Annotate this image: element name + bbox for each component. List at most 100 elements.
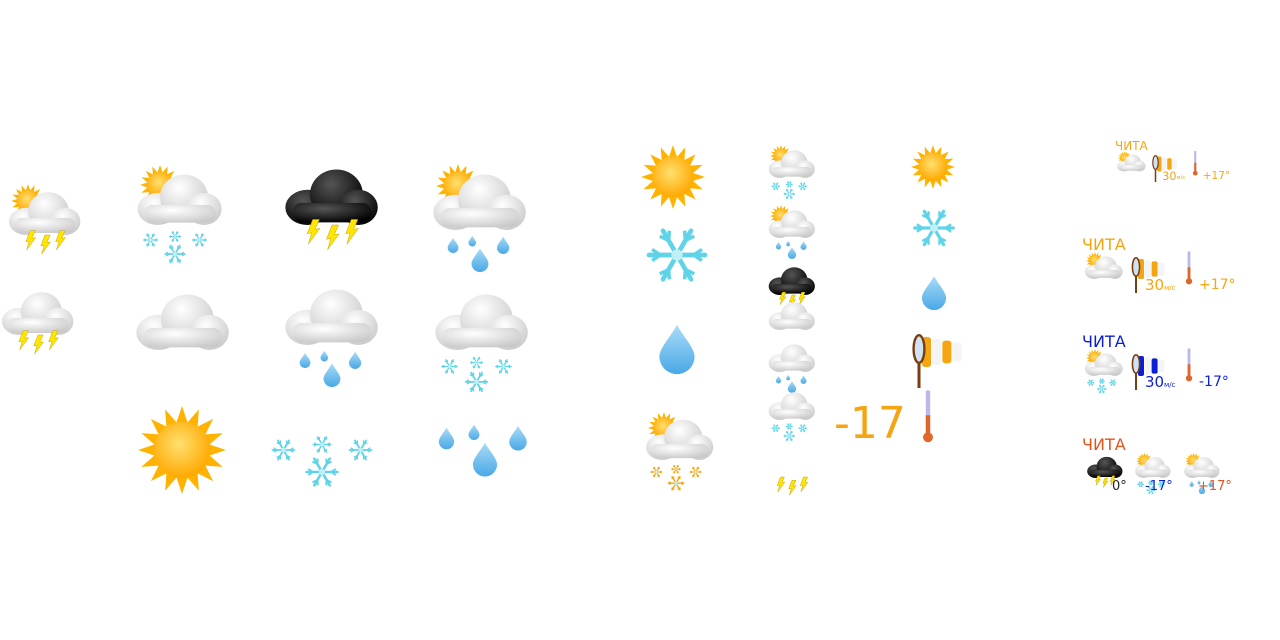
raindrop-icon [921, 276, 947, 310]
city-name: ЧИТА [1082, 235, 1126, 254]
lightning-icon [779, 292, 806, 308]
snowflake-icon [464, 371, 489, 393]
snowflake-icon [312, 436, 332, 453]
lightning-icon [776, 476, 809, 496]
weather-widget [1084, 348, 1193, 394]
cloud-icon [1, 292, 74, 335]
raindrop-icon [468, 235, 477, 247]
snowflake-icon [348, 439, 373, 461]
cloud-icon [768, 302, 815, 331]
snow-icon [271, 436, 373, 487]
cloud-icon [1084, 353, 1123, 376]
dark-cloud-thunder-icon [285, 169, 378, 250]
lightning-icon [18, 330, 59, 355]
city-name: ЧИТА [1082, 332, 1126, 351]
wind-speed: 30 [1162, 169, 1177, 183]
snowflake-icon [1098, 378, 1105, 384]
forecast-widget [1087, 452, 1220, 495]
raindrop-icon [787, 381, 797, 394]
raindrop-icon [659, 324, 695, 375]
snowflake-icon [650, 466, 663, 478]
wind-speed: 30 [1145, 373, 1165, 391]
raindrop-icon [786, 374, 791, 381]
snowflake-icon [785, 423, 793, 430]
snowflake-icon [271, 439, 296, 461]
snowflake-icon [913, 209, 955, 247]
cloud-icon [768, 392, 815, 421]
dark-cloud-thunder-icon [1087, 456, 1123, 488]
sun-icon [641, 145, 705, 209]
snowflake-icon [1157, 481, 1165, 488]
thermometer-icon [923, 390, 933, 443]
snowflake-icon [168, 231, 182, 242]
snowflake-icon [1109, 379, 1117, 386]
sun-icon [641, 145, 705, 209]
lightning-icon [1095, 475, 1116, 488]
cloud-icon [433, 174, 526, 230]
cloud-icon [136, 294, 229, 350]
raindrop-icon [320, 350, 329, 362]
rain-icon [438, 424, 527, 477]
forecast-temp: +17° [1198, 479, 1232, 494]
weather-widget [1084, 251, 1193, 293]
wind-unit: м/с [1176, 175, 1186, 181]
snowflake-icon [646, 228, 708, 282]
snowflake-icon [646, 228, 708, 282]
snowflake-icon [191, 233, 208, 247]
cloud-snow-icon [768, 392, 815, 442]
temperature: -17° [1199, 374, 1229, 390]
cloud-icon [1135, 456, 1171, 478]
partly-cloudy-thunder-icon [8, 184, 81, 255]
raindrop-icon [299, 352, 311, 368]
snowflake-icon [1137, 481, 1145, 488]
raindrop-icon [787, 247, 797, 260]
cloud-icon [768, 210, 815, 238]
raindrop-icon [438, 427, 455, 450]
cloud-rain-icon [285, 289, 378, 388]
drop-icon [659, 324, 695, 375]
lightning-icon [306, 219, 359, 250]
raindrop-icon [447, 237, 459, 253]
dark-cloud-icon [285, 169, 378, 225]
dark-cloud-icon [768, 267, 815, 296]
big-temperature: -17 [834, 398, 906, 449]
cloud-icon [285, 289, 378, 345]
partly-cloudy-rain-icon [433, 164, 526, 273]
thermometer-icon [1185, 348, 1193, 382]
cloud-icon [1117, 154, 1146, 172]
cloud-thunder-icon [1, 292, 74, 355]
cloud-icon [8, 192, 81, 235]
windsock-icon [912, 334, 962, 388]
partly-cloudy-rain-icon [1184, 452, 1220, 495]
sun-icon [138, 406, 226, 494]
sun-icon [911, 145, 955, 189]
raindrop-icon [509, 425, 527, 451]
raindrop-icon [775, 241, 782, 250]
wind-unit: м/с [1164, 284, 1176, 292]
snowflake-icon [469, 356, 484, 369]
snowflake-icon [164, 244, 186, 264]
lightning-icon [25, 230, 66, 255]
cloud-icon [1184, 456, 1220, 478]
cloud-icon [137, 174, 222, 225]
sun-icon [911, 145, 955, 189]
cloud-icon [646, 419, 714, 461]
partly-cloudy-orange-snow-icon [646, 412, 714, 491]
snowflake-icon [1148, 480, 1154, 486]
raindrop-icon [775, 375, 782, 384]
raindrop-icon [471, 248, 489, 273]
forecast-temp: -17° [1145, 479, 1173, 494]
snowflake-icon [913, 209, 955, 247]
partly-cloudy-icon [1084, 252, 1123, 279]
partly-cloudy-snow-icon [768, 145, 815, 200]
cloud-icon [768, 150, 815, 178]
snowflake-icon [305, 457, 339, 487]
cloud-icon [1084, 256, 1123, 279]
partly-cloudy-snow-icon [1084, 349, 1123, 394]
sun-icon [138, 406, 226, 494]
snowflake-icon [671, 464, 681, 474]
partly-cloudy-snow-icon [137, 165, 222, 264]
partly-cloudy-snow-icon [1135, 452, 1171, 495]
wind-unit: м/с [1164, 381, 1176, 389]
snowflake-icon [798, 182, 808, 191]
